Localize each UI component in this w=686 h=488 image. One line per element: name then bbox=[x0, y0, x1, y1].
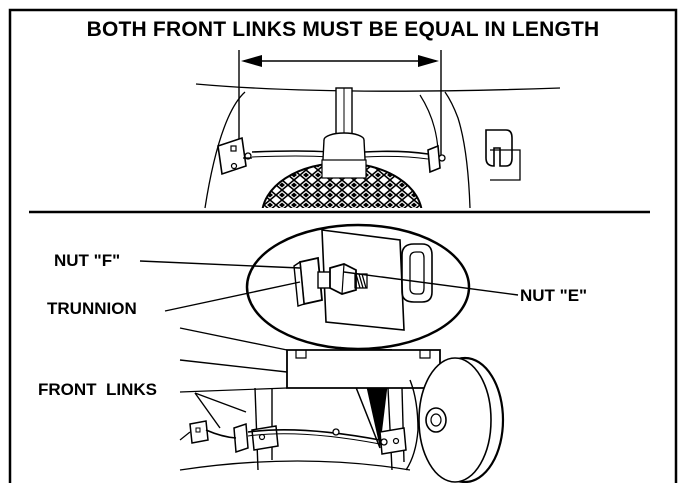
frame-bar bbox=[286, 349, 441, 389]
dimension-arrow-right bbox=[418, 55, 439, 67]
front-link-left-top bbox=[251, 150, 331, 153]
front-link-right-top bbox=[363, 150, 429, 155]
front-link-left bbox=[205, 429, 237, 439]
leader-front-links-1 bbox=[194, 392, 221, 429]
leader-nut-e bbox=[343, 271, 519, 296]
left-bracket bbox=[217, 136, 247, 176]
figure-title: BOTH FRONT LINKS MUST BE EQUAL IN LENGTH bbox=[86, 18, 600, 41]
leader-nut-f bbox=[139, 260, 301, 269]
label-nut-f: NUT "F" bbox=[54, 251, 121, 270]
leader-front-links-2 bbox=[194, 392, 247, 413]
top-view-illustration bbox=[195, 50, 561, 209]
label-trunnion: TRUNNION bbox=[47, 299, 137, 318]
label-nut-e: NUT "E" bbox=[520, 286, 588, 305]
figure-border bbox=[8, 8, 678, 483]
label-front-links: FRONT LINKS bbox=[38, 380, 157, 399]
dimension-arrow-left bbox=[241, 55, 262, 67]
right-bracket bbox=[427, 144, 441, 174]
detail-view-illustration bbox=[139, 223, 519, 483]
leader-trunnion bbox=[164, 281, 301, 312]
magnified-detail bbox=[245, 223, 471, 351]
front-link-right bbox=[247, 428, 381, 441]
